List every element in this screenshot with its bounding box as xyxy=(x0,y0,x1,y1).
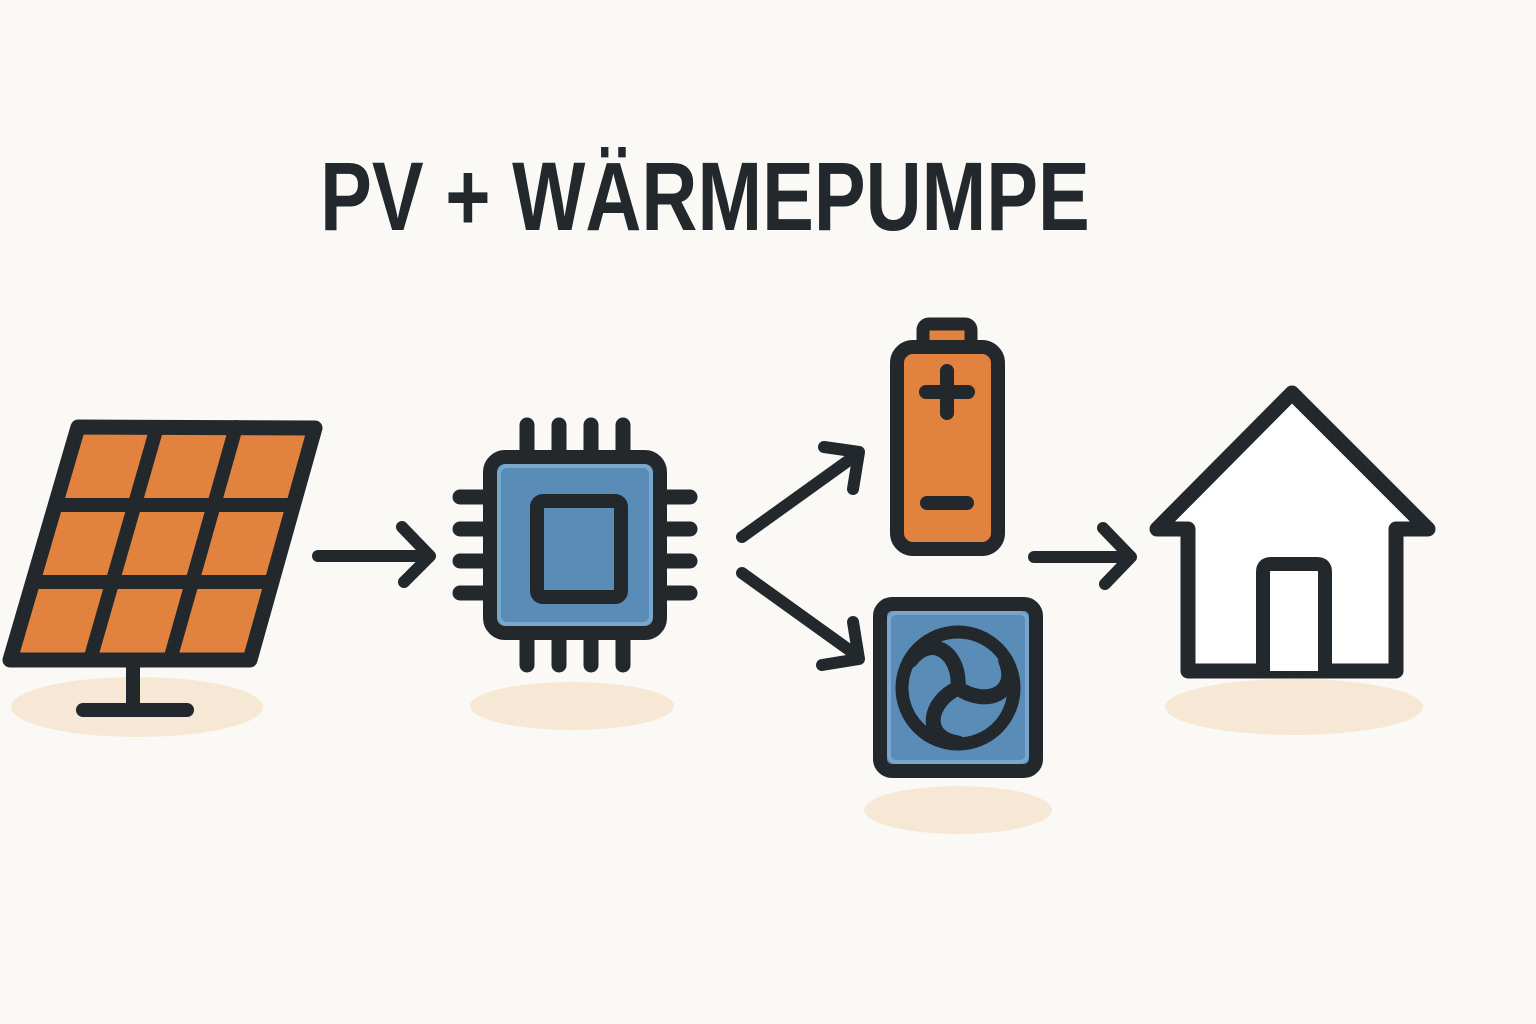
diagram-title: PV + WÄRMEPUMPE xyxy=(320,142,1090,251)
heat-pump-housing-highlight xyxy=(887,611,1029,764)
solar-panel-grid xyxy=(26,420,300,667)
heat-pump-fan-icon xyxy=(873,597,1043,778)
arrow-head xyxy=(396,521,436,588)
chip-pins xyxy=(452,417,698,673)
arrow-shaft xyxy=(736,567,858,658)
arrow-head xyxy=(1097,522,1137,590)
fan-blades xyxy=(902,640,1017,751)
battery-plus-sign xyxy=(919,364,975,420)
chip-core xyxy=(530,494,628,604)
arrow-head xyxy=(816,616,865,671)
arrow-head xyxy=(818,441,865,495)
ground-shadow xyxy=(470,682,674,730)
controller-chip-icon xyxy=(452,417,698,673)
solar-panel-icon xyxy=(2,419,323,717)
arrow-up-right-icon xyxy=(736,441,865,543)
arrow-down-right-icon xyxy=(736,567,865,671)
arrow-right-icon xyxy=(312,521,436,588)
house-door xyxy=(1256,557,1332,671)
battery-icon xyxy=(890,317,1005,556)
ground-shadow xyxy=(1165,679,1423,735)
ground-shadow xyxy=(864,786,1052,834)
chip-body-highlight xyxy=(497,464,653,626)
arrow-shaft xyxy=(736,452,858,543)
arrow-right-icon xyxy=(1028,522,1137,590)
solar-panel-frame xyxy=(2,419,323,668)
house-icon xyxy=(1149,385,1436,679)
